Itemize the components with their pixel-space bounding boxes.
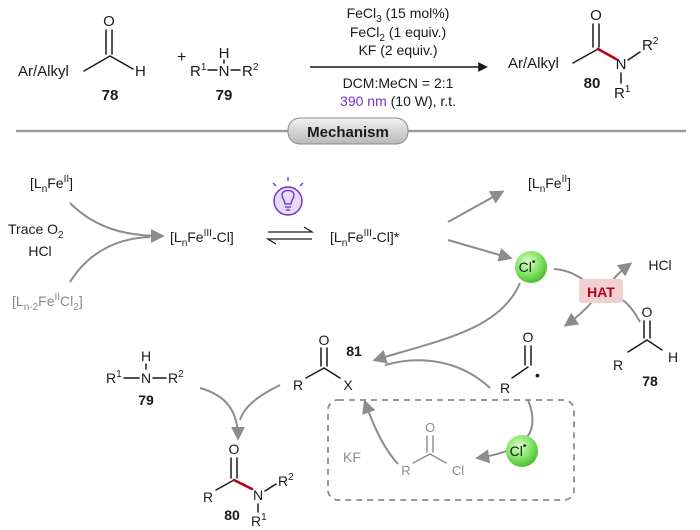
svg-text:O: O (523, 329, 534, 345)
reactant-amine: H N R1 R2 79 (190, 45, 259, 104)
svg-text:H: H (141, 348, 151, 364)
product-amide: Ar/Alkyl O N R2 R1 80 (508, 7, 659, 102)
equilibrium-arrows (265, 226, 315, 245)
compound-number-80-mech: 80 (224, 507, 240, 523)
svg-text:•: • (535, 367, 540, 383)
compound-number-78: 78 (102, 87, 119, 104)
ar-alkyl-label: Ar/Alkyl (18, 63, 69, 80)
svg-text:N: N (616, 56, 627, 73)
svg-text:R2: R2 (168, 369, 184, 386)
svg-text:KF (2 equiv.): KF (2 equiv.) (358, 42, 437, 58)
amine-79: H N R1 R2 79 (106, 348, 184, 408)
svg-text:R: R (613, 357, 623, 373)
svg-text:390 nm (10 W), r.t.: 390 nm (10 W), r.t. (340, 93, 456, 109)
svg-text:H: H (668, 349, 678, 365)
svg-text:Cl•: Cl• (519, 257, 536, 275)
svg-text:N: N (141, 370, 151, 386)
mechanism-label: Mechanism (307, 124, 389, 141)
hcl-right-label: HCl (648, 257, 671, 273)
svg-text:O: O (642, 304, 653, 320)
hydrogen-atom: H (135, 63, 146, 80)
hat-box (579, 279, 623, 303)
hcl-left-label: HCl (28, 243, 51, 259)
fe3-label: [LnFeIII-Cl] (170, 228, 234, 249)
chlorine-radical-2: Cl• (506, 435, 538, 467)
light-bulb-icon (272, 177, 304, 216)
svg-text:R2: R2 (642, 36, 659, 54)
wavelength-label: 390 nm (340, 93, 387, 109)
svg-text:R1: R1 (106, 369, 122, 386)
svg-text:Cl•: Cl• (510, 441, 527, 459)
oxygen-atom: O (103, 13, 115, 30)
svg-text:FeCl2 (1 equiv.): FeCl2 (1 equiv.) (350, 24, 446, 44)
kf-pathway-box (327, 399, 575, 501)
svg-text:DCM:MeCN = 2:1: DCM:MeCN = 2:1 (343, 75, 454, 91)
fe3-excited-label: [LnFeIII-Cl]* (330, 228, 400, 249)
fe2-right-label: [LnFeII] (528, 174, 571, 195)
svg-text:R2: R2 (278, 472, 294, 489)
svg-text:R2: R2 (242, 62, 259, 80)
svg-text:FeCl3 (15 mol%): FeCl3 (15 mol%) (347, 5, 450, 25)
mechanism-pill (287, 117, 409, 145)
svg-text:H: H (219, 45, 230, 62)
compound-number-78-mech: 78 (642, 373, 658, 389)
svg-text:O: O (229, 441, 240, 457)
fe-grey-label: [Ln-2FeIICl2] (12, 292, 83, 313)
svg-text:N: N (253, 487, 263, 503)
svg-text:R1: R1 (251, 512, 267, 529)
svg-text:R: R (293, 377, 303, 393)
trace-o2-label: Trace O2 (8, 221, 64, 241)
acyl-chloride: O R Cl (401, 420, 464, 478)
svg-text:Ar/Alkyl: Ar/Alkyl (508, 55, 559, 72)
compound-number-79-mech: 79 (138, 392, 154, 408)
svg-text:O: O (425, 420, 435, 435)
compound-number-80: 80 (584, 75, 601, 92)
compound-number-79: 79 (216, 87, 233, 104)
reaction-conditions: FeCl3 (15 mol%) FeCl2 (1 equiv.) KF (2 e… (310, 5, 488, 109)
svg-text:R1: R1 (614, 84, 631, 102)
hat-label: HAT (587, 284, 615, 300)
svg-text:R1: R1 (190, 62, 207, 80)
plus-sign: + (177, 49, 186, 66)
aldehyde-78: O R H 78 (613, 304, 678, 389)
svg-text:O: O (319, 332, 330, 348)
product-80-mech: O R N R2 R1 80 (203, 441, 294, 529)
svg-text:Cl: Cl (452, 463, 464, 478)
svg-text:R: R (203, 489, 213, 505)
svg-text:R: R (401, 463, 410, 478)
acyl-radical: O R • (500, 329, 540, 396)
compound-number-81: 81 (346, 343, 362, 359)
kf-label: KF (343, 449, 361, 465)
svg-text:X: X (343, 377, 353, 393)
svg-text:R: R (500, 380, 510, 396)
svg-text:O: O (590, 7, 602, 24)
chlorine-radical: Cl• (515, 251, 547, 283)
intermediate-81: O R X 81 (293, 332, 362, 393)
reactant-aldehyde: Ar/Alkyl O H 78 (18, 13, 146, 104)
svg-text:N: N (219, 63, 230, 80)
fe2-top-label: [LnFeII] (30, 174, 73, 195)
